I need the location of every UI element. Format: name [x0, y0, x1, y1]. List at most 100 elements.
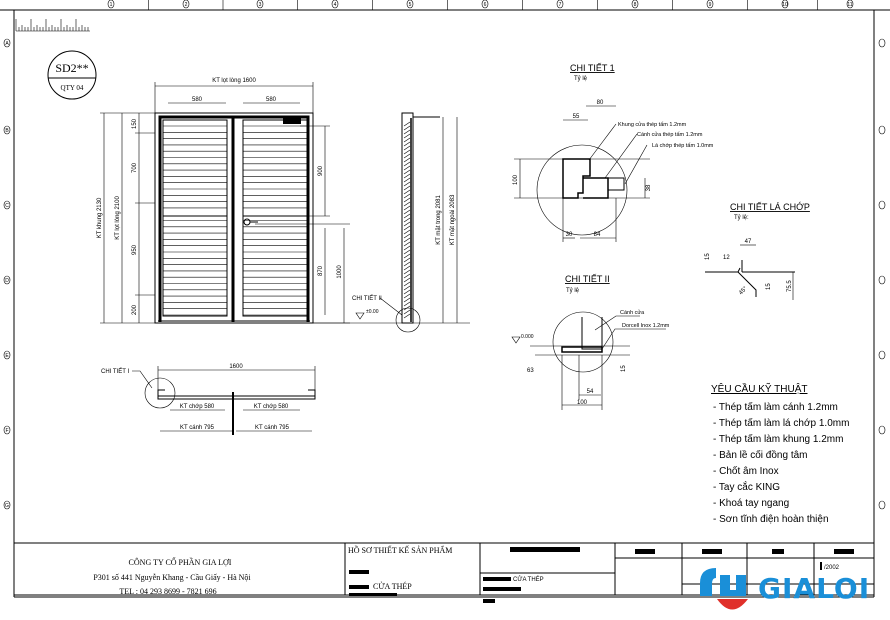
column-label: 7: [559, 2, 562, 8]
detail-1-scale: Tỷ lệ: [574, 75, 588, 82]
row-label: A: [5, 41, 9, 47]
upper-dim: 900: [318, 165, 324, 176]
column-marker: [406, 0, 414, 9]
sheet-number: /2002: [824, 565, 840, 571]
lower-dim: 870: [318, 265, 324, 276]
row-label: F: [5, 428, 8, 434]
detail-louver-scale: Tỷ lệ:: [734, 214, 749, 221]
detail-2-title: CHI TIẾT II: [565, 274, 610, 284]
detail-1: CHI TIẾT 1 Tỷ lệ 100 80 55 38 30 84 Khun…: [513, 63, 714, 242]
dim: 100: [577, 400, 588, 406]
logo-text: GIALOI: [758, 572, 870, 605]
detail-1-title: CHI TIẾT 1: [570, 63, 615, 73]
column-label: 8: [634, 2, 637, 8]
hatch-line: [403, 221, 411, 227]
product-name: CỬA THÉP: [373, 581, 412, 591]
column-marker: [481, 0, 489, 9]
hatch-line: [403, 169, 411, 175]
hatch-line: [403, 161, 411, 167]
handle-height-dim: 1000: [337, 265, 343, 279]
hatch-line: [403, 313, 411, 319]
column-label: 11: [847, 2, 852, 8]
column-marker: [846, 0, 854, 9]
segment-dim: 700: [132, 162, 138, 173]
hatch-line: [403, 177, 411, 183]
segment-dim: 200: [132, 304, 138, 315]
dim: 15: [766, 283, 772, 290]
leaf-width-right: 580: [266, 97, 277, 103]
dim: 15: [705, 253, 711, 260]
row-marker: [878, 125, 886, 135]
label-leaf: Cánh cửa: [620, 309, 645, 316]
dim: 54: [587, 389, 594, 395]
row-marker: [878, 275, 886, 285]
door-closer: [283, 116, 301, 124]
hatch-line: [403, 201, 411, 207]
hatch-line: [403, 309, 411, 315]
column-label: 2: [185, 2, 188, 8]
row-marker: [3, 425, 11, 435]
product-name-small: CỬA THÉP: [513, 576, 544, 583]
row-marker: [3, 125, 11, 135]
dim: 30: [566, 232, 573, 238]
front-elevation: KT lọt lòng 1600 580 580 KT khung 2130 K…: [97, 78, 470, 324]
row-marker: [878, 350, 886, 360]
label-dorcell: Dorcell Inox 1.2mm: [622, 323, 670, 329]
hatch-line: [403, 281, 411, 287]
gialoi-logo: GIALOI: [700, 568, 870, 610]
dossier-title: HỒ SƠ THIẾT KẾ SẢN PHẨM: [348, 545, 452, 555]
dim: 47: [745, 239, 752, 245]
dim: 38: [646, 184, 652, 191]
column-marker: [706, 0, 714, 9]
hatch-line: [403, 285, 411, 291]
column-marker: [107, 0, 115, 9]
column-label: 9: [709, 2, 712, 8]
requirement-item: - Thép tấm làm lá chớp 1.0mm: [713, 417, 849, 429]
stamp-circle: SD2** QTY 04: [47, 50, 97, 100]
detail-2: CHI TIẾT II Tỷ lệ 0.000 63 15 54 100 Cán…: [511, 274, 670, 410]
column-marker: [781, 0, 789, 9]
hatch-line: [403, 157, 411, 163]
row-label: E: [5, 353, 9, 359]
row-label: C: [5, 203, 9, 209]
hatch-line: [403, 153, 411, 159]
row-marker: [878, 38, 886, 48]
level-marker-icon: [355, 312, 365, 320]
hatch-line: [403, 193, 411, 199]
dim: 100: [513, 174, 519, 185]
hatch-line: [403, 197, 411, 203]
dim: 55: [573, 114, 580, 120]
hatch-line: [403, 233, 411, 239]
column-marker: [182, 0, 190, 9]
row-marker: [3, 38, 11, 48]
detail-ref-2: CHI TIẾT II: [352, 295, 382, 302]
hatch-line: [403, 213, 411, 219]
inner-height: KT mặt trong 2081: [436, 195, 442, 245]
plan-section: CHI TIẾT I 1600 KT chớp 580 KT chớp 580 …: [101, 364, 316, 435]
hatch-line: [403, 145, 411, 151]
column-label: 6: [484, 2, 487, 8]
leaf-left-dim: KT cánh 795: [180, 425, 215, 431]
column-label: 3: [259, 2, 262, 8]
louver-right-dim: KT chớp 580: [254, 404, 289, 410]
hatch-line: [403, 289, 411, 295]
row-label: D: [5, 278, 9, 284]
hatch-line: [403, 209, 411, 215]
dim: 80: [597, 100, 604, 106]
hatch-line: [403, 273, 411, 279]
row-marker: [3, 275, 11, 285]
hatch-line: [403, 149, 411, 155]
hatch-line: [403, 185, 411, 191]
hatch-line: [403, 189, 411, 195]
dim: 45°: [738, 285, 749, 296]
segment-dim: 950: [132, 244, 138, 255]
requirement-item: - Khoá tay ngang: [713, 498, 789, 509]
row-marker: [3, 200, 11, 210]
hatch-line: [403, 121, 411, 127]
detail-2-scale: Tỷ lệ: [566, 287, 580, 294]
row-marker: [3, 350, 11, 360]
hatch-line: [403, 261, 411, 267]
door-handle-icon: [243, 218, 258, 226]
plan-total-dim: 1600: [229, 364, 243, 370]
dim: 15: [621, 365, 627, 372]
